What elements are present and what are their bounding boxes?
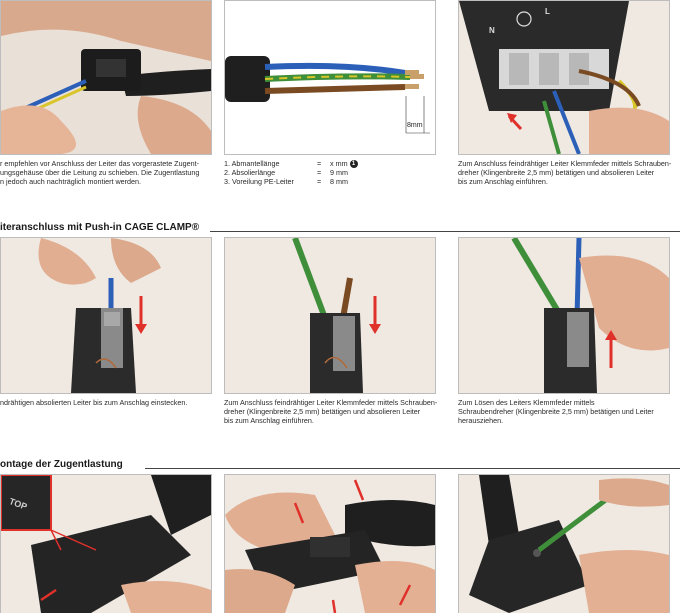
caption-line: bis zum Anschlag einführen. — [224, 416, 314, 425]
caption-row2-right: Zum Lösen des Leiters Klemmfeder mittels… — [458, 398, 654, 425]
section-divider — [145, 468, 680, 469]
caption-line: r empfehlen vor Anschluss der Leiter das… — [0, 159, 199, 168]
caption-row1-left: r empfehlen vor Anschluss der Leiter das… — [0, 159, 199, 186]
caption-row1-right: Zum Anschluss feindrähtiger Leiter Klemm… — [458, 159, 671, 186]
badge-number-icon: 1 — [349, 160, 358, 169]
strip-list-row: = — [317, 159, 321, 168]
strip-item-label: 1. Abmantellänge — [224, 159, 280, 168]
section-divider — [210, 231, 680, 232]
strip-item-eq: = — [317, 168, 322, 177]
section-heading-push-in: iteranschluss mit Push-in CAGE CLAMP® — [0, 222, 200, 233]
photo-panel-screwdriver-connector: N L — [458, 0, 670, 155]
strip-item-label: 2. Absolierlänge — [224, 168, 276, 177]
photo-panel-strain-relief-top: TOP — [0, 474, 212, 613]
diagram-panel-stripped-cable: 8mm — [224, 0, 436, 155]
photo-panel-release-wire — [458, 237, 670, 394]
photo-panel-insert-green-brown — [224, 237, 436, 394]
caption-line: Schraubendreher (Klingenbreite 2,5 mm) b… — [458, 407, 654, 416]
strip-item-value: x mm — [330, 159, 348, 168]
photo-panel-strain-relief-wire — [458, 474, 670, 613]
photo-panel-insert-blue-wire — [0, 237, 212, 394]
caption-line: ndrähtigen absolierten Leiter bis zum An… — [0, 398, 188, 407]
caption-line: dreher (Klingenbreite 2,5 mm) betätigen … — [458, 168, 655, 177]
connector-mark-n: N — [489, 26, 495, 35]
caption-line: ungsgehäuse über die Leitung zu schieben… — [0, 168, 200, 177]
dimension-label: 8mm — [407, 122, 423, 129]
strip-list-row: = — [317, 177, 321, 186]
caption-line: Zum Anschluss feindrähtiger Leiter Klemm… — [458, 159, 672, 168]
connector-mark-l: L — [545, 7, 550, 16]
strip-list-row: 1. Abmantellänge — [224, 159, 280, 168]
caption-line: bis zum Anschlag einführen. — [458, 177, 548, 186]
strip-list-row: x mm 1 — [330, 159, 358, 169]
photo-panel-strain-relief-close — [224, 474, 436, 613]
caption-row2-left: ndrähtigen absolierten Leiter bis zum An… — [0, 398, 187, 407]
caption-line: Zum Anschluss feindrähtiger Leiter Klemm… — [224, 398, 438, 407]
strip-item-eq: = — [317, 177, 322, 186]
caption-line: dreher (Klingenbreite 2,5 mm) betätigen … — [224, 407, 421, 416]
caption-line: n jedoch auch nachträglich montiert werd… — [0, 177, 142, 186]
strip-list-row: 3. Voreilung PE-Leiter — [224, 177, 294, 186]
strip-item-value: 9 mm — [330, 168, 348, 177]
caption-row2-mid: Zum Anschluss feindrähtiger Leiter Klemm… — [224, 398, 437, 425]
section-heading-strain-relief: ontage der Zugentlastung — [0, 459, 123, 470]
strip-item-eq: = — [317, 159, 322, 168]
strip-list-row: 2. Absolierlänge — [224, 168, 275, 177]
photo-panel-cover-pushed — [0, 0, 212, 155]
strip-list-row: 8 mm — [330, 177, 348, 186]
strip-item-value: 8 mm — [330, 177, 348, 186]
strip-list-row: 9 mm — [330, 168, 348, 177]
caption-line: Zum Lösen des Leiters Klemmfeder mittels — [458, 398, 595, 407]
strip-item-label: 3. Voreilung PE-Leiter — [224, 177, 294, 186]
caption-line: herausziehen. — [458, 416, 504, 425]
strip-list-row: = — [317, 168, 321, 177]
